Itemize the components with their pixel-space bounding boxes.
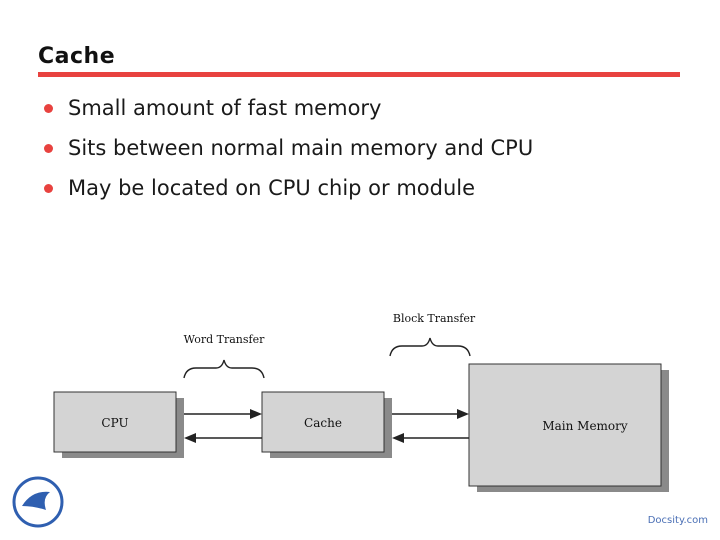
cpu-cache-arrows xyxy=(184,409,262,443)
word-transfer-label: Word Transfer xyxy=(184,333,265,346)
main-memory-box: Main Memory xyxy=(468,363,669,492)
bullet-dot-icon xyxy=(44,104,53,113)
bullet-item: Small amount of fast memory xyxy=(40,88,533,128)
arrow-head-icon xyxy=(392,433,404,443)
main-memory-label: Main Memory xyxy=(542,419,628,433)
cache-label: Cache xyxy=(304,416,342,430)
docsity-logo-icon xyxy=(12,476,64,528)
bullet-text: Small amount of fast memory xyxy=(68,96,382,120)
arrow-head-icon xyxy=(457,409,469,419)
bullet-text: Sits between normal main memory and CPU xyxy=(68,136,534,160)
cache-memory-arrows xyxy=(392,409,469,443)
slide-title: Cache xyxy=(38,44,116,69)
block-transfer-label: Block Transfer xyxy=(393,312,476,325)
cache-box: Cache xyxy=(261,391,392,458)
bullet-text: May be located on CPU chip or module xyxy=(68,176,476,200)
block-transfer-annotation: Block Transfer xyxy=(389,312,476,357)
cpu-box: CPU xyxy=(53,391,184,458)
bullet-dot-icon xyxy=(44,144,53,153)
arrow-head-icon xyxy=(250,409,262,419)
word-transfer-annotation: Word Transfer xyxy=(183,333,265,379)
bullet-item: Sits between normal main memory and CPU xyxy=(40,128,533,168)
bullet-list: Small amount of fast memory Sits between… xyxy=(40,88,533,208)
bullet-dot-icon xyxy=(44,184,53,193)
bullet-item: May be located on CPU chip or module xyxy=(40,168,533,208)
arrow-head-icon xyxy=(184,433,196,443)
brace-icon xyxy=(389,337,471,357)
brace-icon xyxy=(183,359,265,379)
cpu-label: CPU xyxy=(101,416,128,430)
title-underline xyxy=(38,72,680,77)
footer-link[interactable]: Docsity.com xyxy=(647,515,708,526)
